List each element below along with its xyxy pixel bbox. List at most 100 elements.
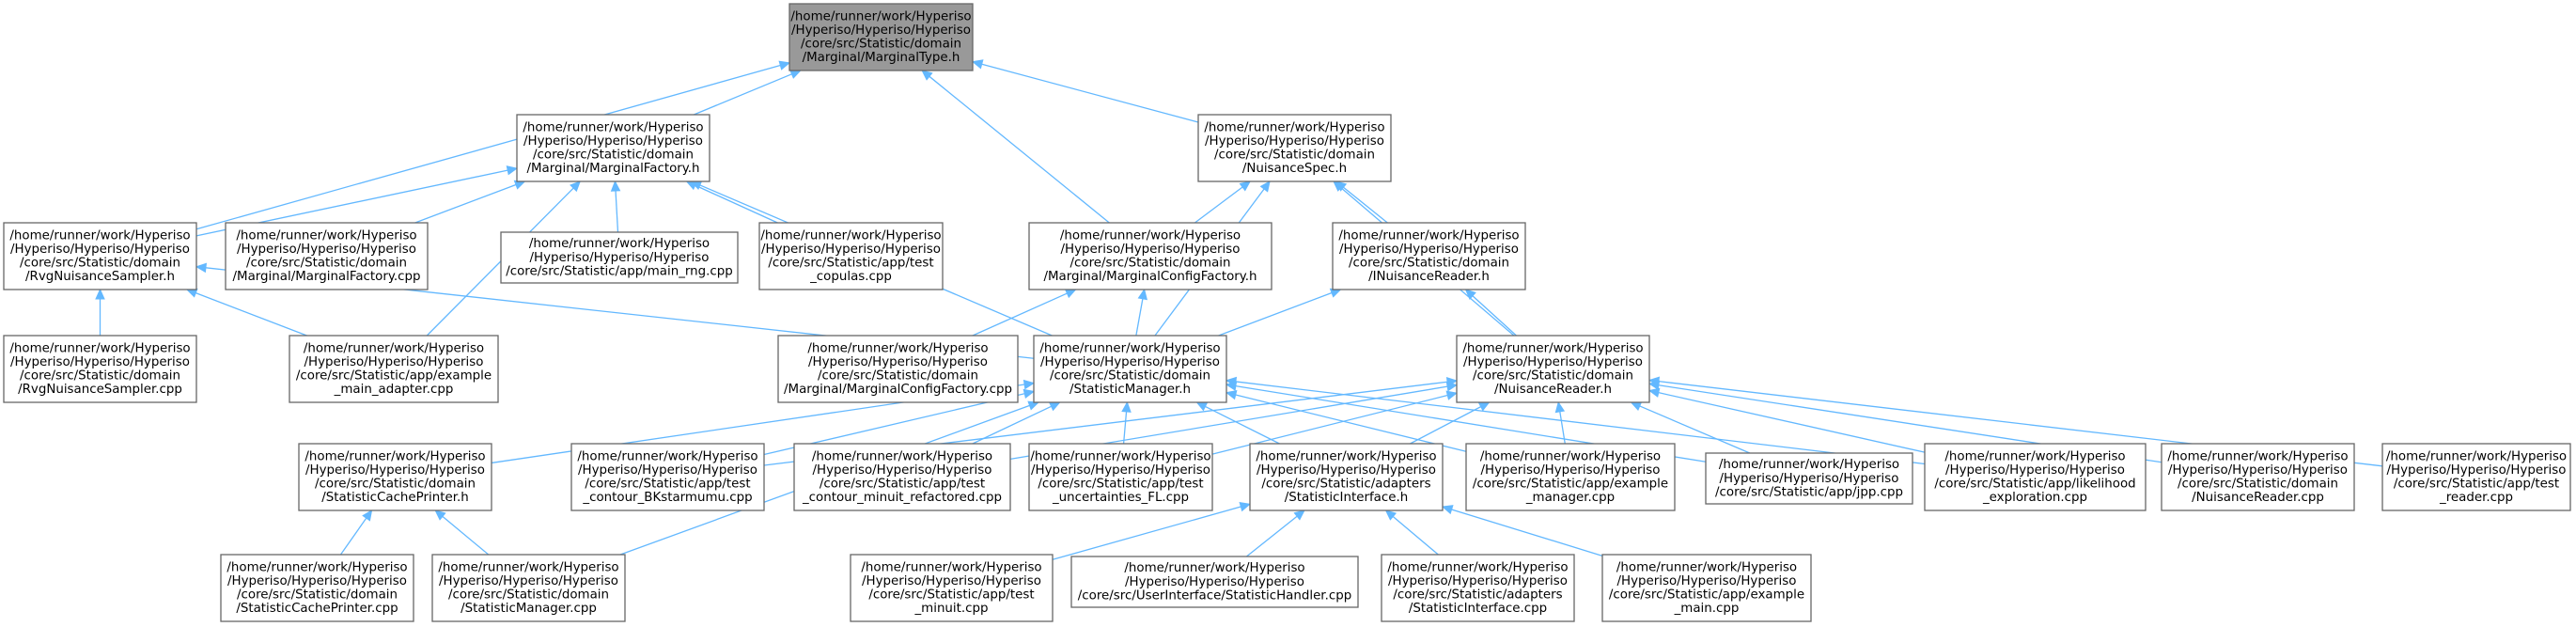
node-box	[850, 554, 1054, 622]
file-node-MarginalFactory-cpp[interactable]: /home/runner/work/Hyperiso/Hyperiso/Hype…	[225, 222, 429, 290]
file-node-test-reader-cpp[interactable]: /home/runner/work/Hyperiso/Hyperiso/Hype…	[2381, 443, 2571, 511]
node-label-line: /home/runner/work/Hyperiso	[529, 237, 710, 251]
node-label-line: /home/runner/work/Hyperiso	[1480, 449, 1661, 463]
node-box	[777, 335, 1019, 403]
dependency-edge-example_main_adapter_cpp-to-RvgNuisanceSampler_h	[185, 288, 307, 337]
edge-line	[1451, 509, 1603, 556]
node-label-line: /core/src/Statistic/app/example	[1609, 588, 1804, 603]
node-label-line: /RvgNuisanceSampler.cpp	[18, 383, 182, 397]
edge-line	[695, 184, 778, 224]
node-label-line: /core/src/Statistic/domain	[20, 257, 180, 271]
node-label-line: /home/runner/work/Hyperiso	[1387, 560, 1568, 574]
node-box	[1197, 114, 1392, 182]
file-node-StatisticHandler-cpp[interactable]: /home/runner/work/Hyperiso/Hyperiso/Hype…	[1070, 556, 1359, 608]
node-label-line: _copulas.cpp	[809, 270, 892, 284]
dependency-edge-likelihood_exploration_cpp-to-NuisanceReader_h	[1647, 387, 1926, 453]
file-node-likelihood-exploration-cpp[interactable]: /home/runner/work/Hyperiso/Hyperiso/Hype…	[1924, 443, 2147, 511]
file-node-test-minuit-cpp[interactable]: /home/runner/work/Hyperiso/Hyperiso/Hype…	[850, 554, 1054, 622]
file-node-test-copulas-cpp[interactable]: /home/runner/work/Hyperiso/Hyperiso/Hype…	[758, 222, 944, 290]
dependency-edge-StatisticHandler_cpp-to-StatisticInterface_h	[1245, 509, 1305, 557]
edge-line	[693, 73, 792, 116]
node-label-line: /home/runner/work/Hyperiso	[1060, 228, 1241, 243]
node-label-line: /home/runner/work/Hyperiso	[304, 341, 484, 355]
file-node-MarginalFactory-h[interactable]: /home/runner/work/Hyperiso/Hyperiso/Hype…	[516, 114, 710, 182]
edge-arrowhead	[95, 288, 105, 300]
file-node-test-uncertainties-FL-cpp[interactable]: /home/runner/work/Hyperiso/Hyperiso/Hype…	[1028, 443, 1213, 511]
edge-line	[1235, 394, 1467, 452]
node-label-line: /Hyperiso/Hyperiso/Hyperiso	[791, 24, 971, 38]
node-label-line: /Hyperiso/Hyperiso/Hyperiso	[305, 463, 485, 478]
file-node-StatisticManager-h[interactable]: /home/runner/work/Hyperiso/Hyperiso/Hype…	[1033, 335, 1227, 403]
node-label-line: _reader.cpp	[2439, 491, 2513, 505]
file-node-StatisticCachePrinter-h[interactable]: /home/runner/work/Hyperiso/Hyperiso/Hype…	[298, 443, 492, 511]
node-box	[1033, 335, 1227, 403]
node-label-line: /Hyperiso/Hyperiso/Hyperiso	[10, 355, 190, 369]
node-label-line: /core/src/Statistic/domain	[315, 478, 476, 492]
node-label-line: /Hyperiso/Hyperiso/Hyperiso	[808, 355, 988, 369]
node-box	[225, 222, 429, 290]
edge-line	[1343, 186, 1388, 224]
node-label-line: /home/runner/work/Hyperiso	[1719, 458, 1899, 472]
node-label-line: /NuisanceSpec.h	[1242, 162, 1347, 176]
node-label-line: /Hyperiso/Hyperiso/Hyperiso	[530, 251, 710, 265]
node-label-line: /core/src/Statistic/domain	[801, 38, 961, 52]
edge-arrowhead	[789, 70, 802, 79]
file-node-MarginalType-h[interactable]: /home/runner/work/Hyperiso/Hyperiso/Hype…	[788, 3, 974, 71]
file-node-example-main-adapter-cpp[interactable]: /home/runner/work/Hyperiso/Hyperiso/Hype…	[289, 335, 499, 403]
node-label-line: /home/runner/work/Hyperiso	[2386, 449, 2567, 463]
node-label-line: /core/src/Statistic/domain	[1214, 149, 1375, 163]
file-node-MarginalConfigFactory-h[interactable]: /home/runner/work/Hyperiso/Hyperiso/Hype…	[1028, 222, 1272, 290]
node-label-line: /core/src/Statistic/domain	[448, 588, 609, 603]
node-label-line: /Hyperiso/Hyperiso/Hyperiso	[1125, 575, 1304, 589]
edge-arrowhead	[506, 165, 519, 176]
edge-arrowhead	[778, 60, 791, 71]
file-node-MarginalConfigFactory-cpp[interactable]: /home/runner/work/Hyperiso/Hyperiso/Hype…	[777, 335, 1019, 403]
file-node-NuisanceSpec-h[interactable]: /home/runner/work/Hyperiso/Hyperiso/Hype…	[1197, 114, 1392, 182]
edge-arrowhead	[1477, 401, 1491, 412]
file-node-RvgNuisanceSampler-h[interactable]: /home/runner/work/Hyperiso/Hyperiso/Hype…	[3, 222, 197, 290]
node-box	[793, 443, 1011, 511]
node-label-line: /home/runner/work/Hyperiso	[1944, 449, 2125, 463]
node-label-line: /Hyperiso/Hyperiso/Hyperiso	[1945, 463, 2125, 478]
file-node-jpp-cpp[interactable]: /home/runner/work/Hyperiso/Hyperiso/Hype…	[1705, 452, 1913, 505]
node-label-line: /core/src/Statistic/domain	[2178, 478, 2338, 492]
file-node-RvgNuisanceSampler-cpp[interactable]: /home/runner/work/Hyperiso/Hyperiso/Hype…	[3, 335, 197, 403]
file-node-INuisanceReader-h[interactable]: /home/runner/work/Hyperiso/Hyperiso/Hype…	[1332, 222, 1526, 290]
file-node-example-manager-cpp[interactable]: /home/runner/work/Hyperiso/Hyperiso/Hype…	[1465, 443, 1676, 511]
node-box	[289, 335, 499, 403]
file-node-StatisticManager-cpp[interactable]: /home/runner/work/Hyperiso/Hyperiso/Hype…	[431, 554, 626, 622]
node-label-line: /home/runner/work/Hyperiso	[236, 228, 416, 243]
edge-arrowhead	[1647, 376, 1661, 386]
file-node-NuisanceReader-cpp[interactable]: /home/runner/work/Hyperiso/Hyperiso/Hype…	[2161, 443, 2355, 511]
file-node-example-main-cpp[interactable]: /home/runner/work/Hyperiso/Hyperiso/Hype…	[1601, 554, 1812, 622]
file-node-test-contour-minuit-refactored-cpp[interactable]: /home/runner/work/Hyperiso/Hyperiso/Hype…	[793, 443, 1011, 511]
file-node-StatisticInterface-cpp[interactable]: /home/runner/work/Hyperiso/Hyperiso/Hype…	[1381, 554, 1575, 622]
node-box	[3, 335, 197, 403]
node-label-line: /core/src/Statistic/adapters	[1261, 478, 1430, 492]
node-label-line: /home/runner/work/Hyperiso	[1039, 341, 1220, 355]
node-label-line: /Hyperiso/Hyperiso/Hyperiso	[1481, 463, 1661, 478]
dependency-edge-test_uncertainties_FL_cpp-to-StatisticManager_h	[1121, 400, 1132, 445]
file-node-NuisanceReader-h[interactable]: /home/runner/work/Hyperiso/Hyperiso/Hype…	[1456, 335, 1650, 403]
node-label-line: /home/runner/work/Hyperiso	[226, 560, 407, 574]
node-label-line: /Marginal/MarginalConfigFactory.h	[1043, 270, 1257, 284]
node-label-line: /core/src/Statistic/app/jpp.cpp	[1715, 485, 1903, 499]
node-label-line: /Hyperiso/Hyperiso/Hyperiso	[1061, 243, 1241, 257]
node-label-line: /home/runner/work/Hyperiso	[9, 341, 190, 355]
file-node-test-contour-BKstarmumu-cpp[interactable]: /home/runner/work/Hyperiso/Hyperiso/Hype…	[570, 443, 765, 511]
node-label-line: /Hyperiso/Hyperiso/Hyperiso	[1388, 574, 1568, 588]
node-label-line: /home/runner/work/Hyperiso	[861, 560, 1041, 574]
file-node-StatisticCachePrinter-cpp[interactable]: /home/runner/work/Hyperiso/Hyperiso/Hype…	[220, 554, 414, 622]
dependency-edge-example_main_cpp-to-StatisticInterface_h	[1441, 505, 1603, 556]
dependency-edge-StatisticCachePrinter_cpp-to-StatisticCachePrinter_h	[339, 509, 373, 556]
edge-line	[1410, 406, 1482, 445]
node-box	[500, 231, 739, 284]
node-label-line: /NuisanceReader.cpp	[2192, 491, 2324, 505]
file-node-main-rng-cpp[interactable]: /home/runner/work/Hyperiso/Hyperiso/Hype…	[500, 231, 739, 284]
dependency-edge-MarginalConfigFactory_h-to-NuisanceSpec_h	[1194, 180, 1252, 224]
node-label-line: /home/runner/work/Hyperiso	[2167, 449, 2348, 463]
node-label-line: /home/runner/work/Hyperiso	[438, 560, 618, 574]
file-node-StatisticInterface-h[interactable]: /home/runner/work/Hyperiso/Hyperiso/Hype…	[1249, 443, 1444, 511]
node-label-line: /Hyperiso/Hyperiso/Hyperiso	[304, 355, 484, 369]
